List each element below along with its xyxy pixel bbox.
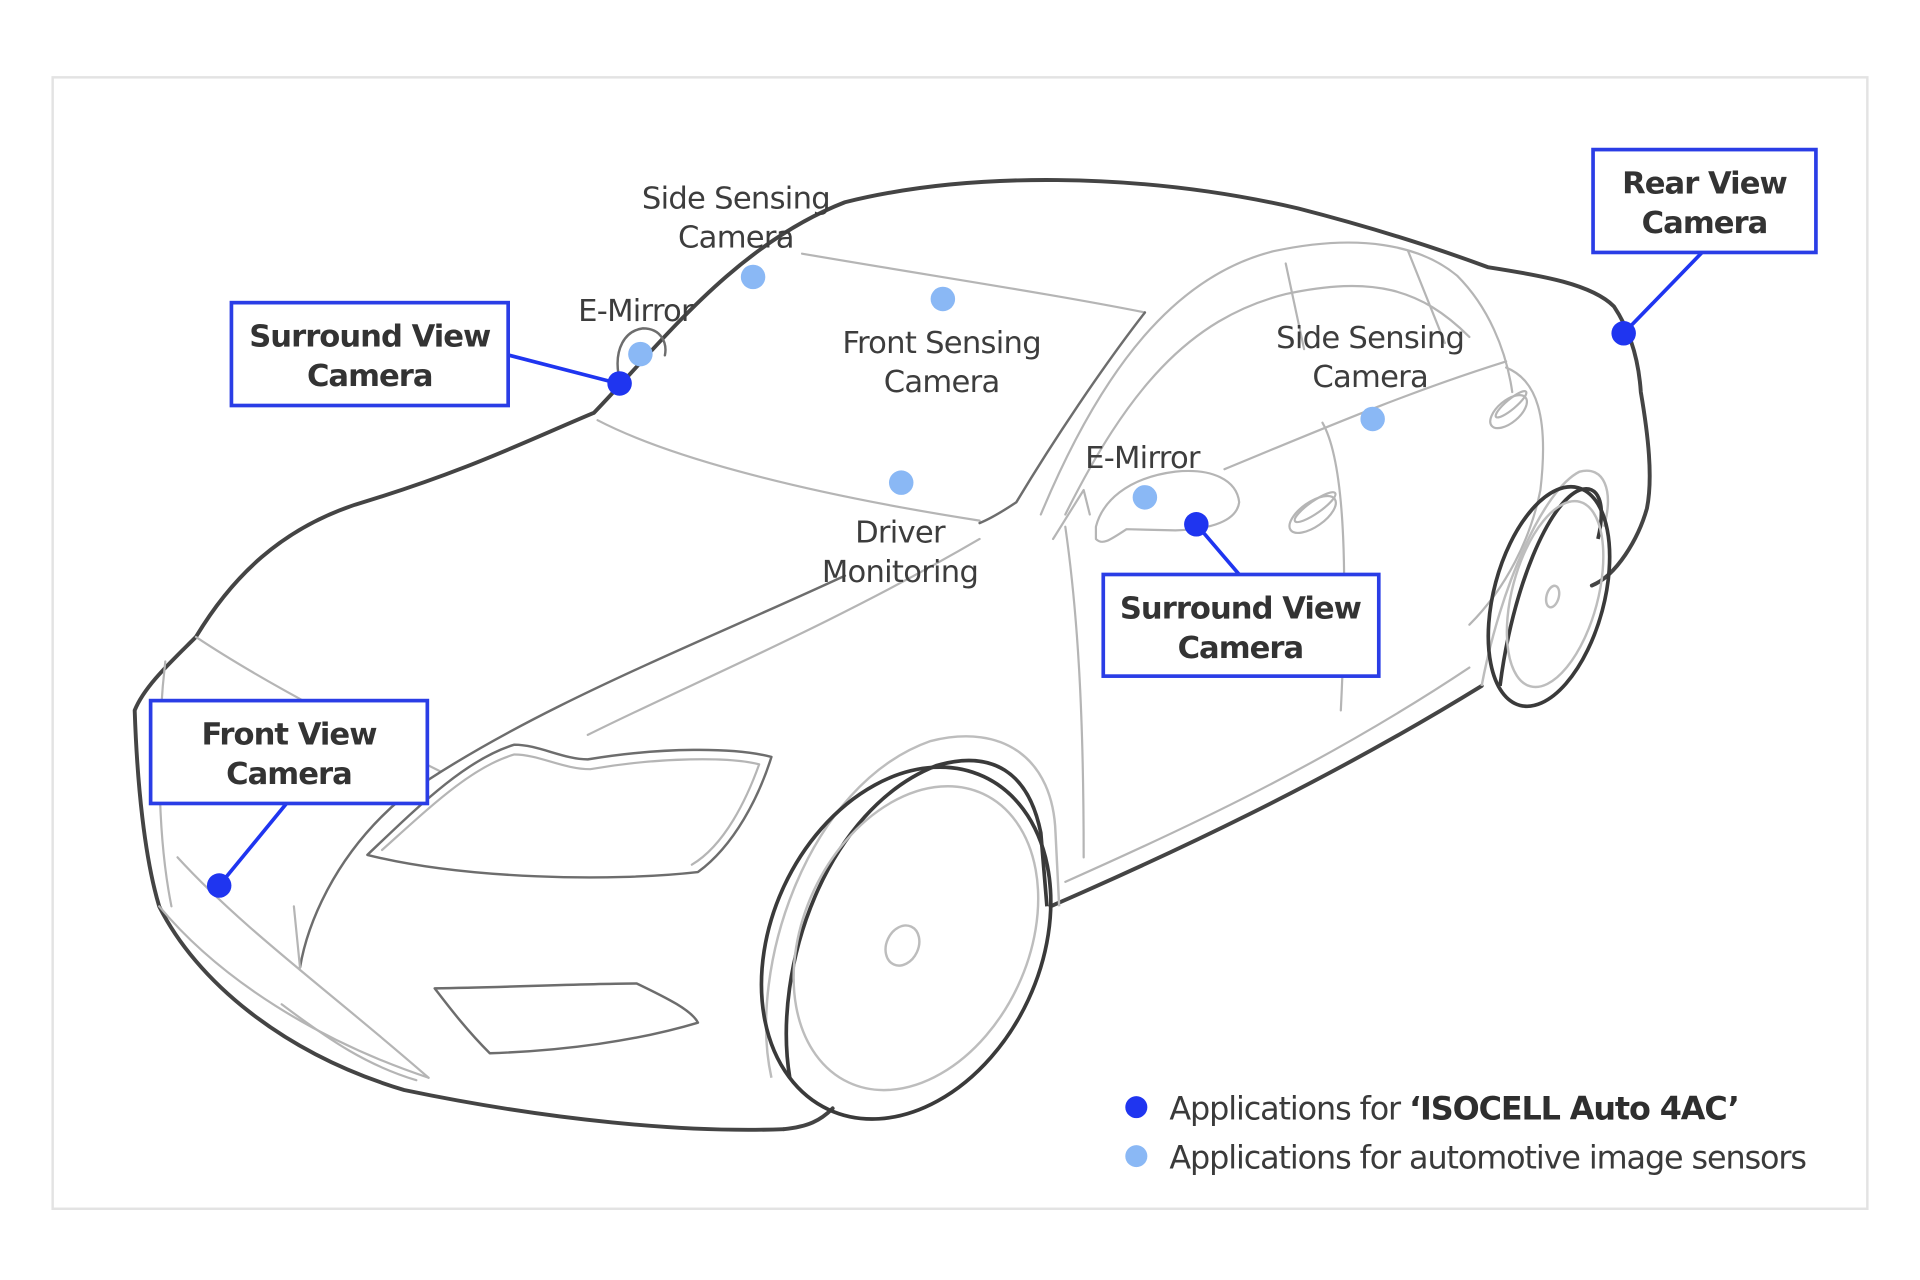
- marker-rear-view[interactable]: [1611, 321, 1636, 346]
- callout-rear-view[interactable]: Rear View Camera: [1591, 147, 1818, 255]
- front-rim: [792, 785, 1040, 1092]
- rear-rim: [1505, 499, 1605, 689]
- label-front-sensing: Front Sensing Camera: [842, 326, 1041, 400]
- right-mirror-arm: [1051, 488, 1091, 541]
- car-body-outline: [132, 178, 1652, 1132]
- legend-prefix: Applications for: [1169, 1089, 1409, 1127]
- callout-box: [148, 698, 430, 806]
- headlight-inner: [380, 753, 761, 866]
- callout-box: [1101, 572, 1381, 678]
- front-fender-line: [1064, 525, 1085, 859]
- legend-emphasis: ‘ISOCELL Auto 4AC’: [1409, 1089, 1739, 1127]
- label-line1: Side Sensing: [1276, 321, 1464, 356]
- windshield-bottom: [596, 419, 981, 522]
- bumper-line-2: [176, 856, 430, 1079]
- a-pillar: [978, 311, 1147, 525]
- rear-wheel: [1480, 469, 1612, 709]
- legend-item-isocell: Applications for ‘ISOCELL Auto 4AC’: [1125, 1089, 1740, 1127]
- callout-line1: Front View: [201, 718, 377, 753]
- callout-line1: Surround View: [1120, 592, 1362, 627]
- callout-box: [1591, 147, 1818, 255]
- front-wheel-arch-outer: [764, 735, 1061, 1079]
- legend: Applications for ‘ISOCELL Auto 4AC’ Appl…: [1125, 1089, 1808, 1176]
- fog-light: [433, 982, 700, 1055]
- callout-line1: Surround View: [249, 320, 491, 355]
- front-hub: [884, 924, 921, 967]
- front-wheel: [759, 735, 1061, 1121]
- rear-tire: [1486, 484, 1612, 709]
- label-e-mirror-left: E-Mirror: [578, 294, 695, 329]
- marker-e-mirror-left[interactable]: [628, 341, 653, 367]
- windshield-top: [800, 252, 1146, 314]
- label-line1: E-Mirror: [1085, 441, 1201, 476]
- headlight: [366, 743, 773, 879]
- left-mirror: [616, 327, 667, 375]
- car-rocker-line: [1048, 683, 1484, 909]
- front-wheel-arch: [784, 758, 1049, 1079]
- label-line2: Camera: [1312, 360, 1428, 395]
- c-pillar: [1407, 250, 1446, 345]
- leader-rear-view: [1622, 251, 1704, 335]
- label-line2: Monitoring: [822, 555, 978, 590]
- legend-text-isocell: Applications for ‘ISOCELL Auto 4AC’: [1169, 1089, 1738, 1127]
- marker-side-sensing-left[interactable]: [740, 264, 766, 290]
- callout-line2: Camera: [307, 359, 433, 394]
- rear-wheel-arch-outer: [1480, 469, 1609, 687]
- marker-surround-view-left[interactable]: [607, 371, 632, 396]
- door-handle-front: [1288, 491, 1337, 535]
- hood-crease-center: [586, 537, 981, 736]
- label-line2: Camera: [678, 221, 794, 256]
- callout-surround-view-left[interactable]: Surround View Camera: [229, 300, 510, 408]
- marker-surround-view-right[interactable]: [1184, 512, 1209, 537]
- marker-front-sensing[interactable]: [930, 286, 956, 312]
- b-pillar: [1284, 262, 1306, 351]
- legend-dark-dot-icon: [1125, 1096, 1148, 1119]
- legend-item-automotive: Applications for automotive image sensor…: [1125, 1138, 1808, 1176]
- rear-hub: [1544, 584, 1561, 609]
- label-line1: E-Mirror: [578, 294, 694, 329]
- legend-text-automotive: Applications for automotive image sensor…: [1169, 1138, 1806, 1176]
- label-e-mirror-right: E-Mirror: [1085, 441, 1202, 476]
- side-window-inner: [1064, 284, 1471, 516]
- car-illustration: [132, 178, 1652, 1132]
- bumper-line-1: [158, 905, 430, 1079]
- side-window-outer: [1039, 241, 1514, 516]
- front-tire: [759, 765, 1053, 1121]
- bumper-vent: [280, 905, 418, 1082]
- label-line1: Side Sensing: [642, 181, 830, 216]
- rear-door-line: [1468, 366, 1545, 626]
- marker-front-view[interactable]: [206, 873, 232, 898]
- leader-surround-left: [508, 353, 619, 386]
- label-side-sensing-right: Side Sensing Camera: [1276, 321, 1465, 395]
- label-line1: Driver: [855, 516, 946, 551]
- legend-light-dot-icon: [1125, 1145, 1148, 1168]
- callout-line1: Rear View: [1622, 167, 1787, 202]
- label-line2: Camera: [884, 365, 1000, 400]
- callout-surround-view-right[interactable]: Surround View Camera: [1101, 572, 1381, 678]
- rear-wheel-arch: [1498, 487, 1604, 687]
- right-mirror: [1094, 469, 1241, 543]
- marker-e-mirror-right[interactable]: [1132, 485, 1158, 510]
- callout-line2: Camera: [226, 757, 352, 792]
- callout-line2: Camera: [1642, 206, 1768, 241]
- hood-crease-right: [298, 574, 847, 969]
- car-rocker-inner: [1064, 666, 1471, 883]
- callout-box: [229, 300, 510, 408]
- marker-driver-monitoring[interactable]: [888, 470, 914, 495]
- marker-side-sensing-right[interactable]: [1360, 406, 1385, 432]
- label-driver-monitoring: Driver Monitoring: [822, 516, 979, 590]
- callout-line2: Camera: [1178, 631, 1304, 666]
- diagram-frame: [51, 76, 1869, 1210]
- label-side-sensing-left: Side Sensing Camera: [642, 181, 831, 256]
- label-line1: Front Sensing: [842, 326, 1041, 361]
- callout-front-view[interactable]: Front View Camera: [148, 698, 430, 806]
- leader-front-view: [217, 802, 288, 887]
- door-handle-rear: [1489, 390, 1528, 430]
